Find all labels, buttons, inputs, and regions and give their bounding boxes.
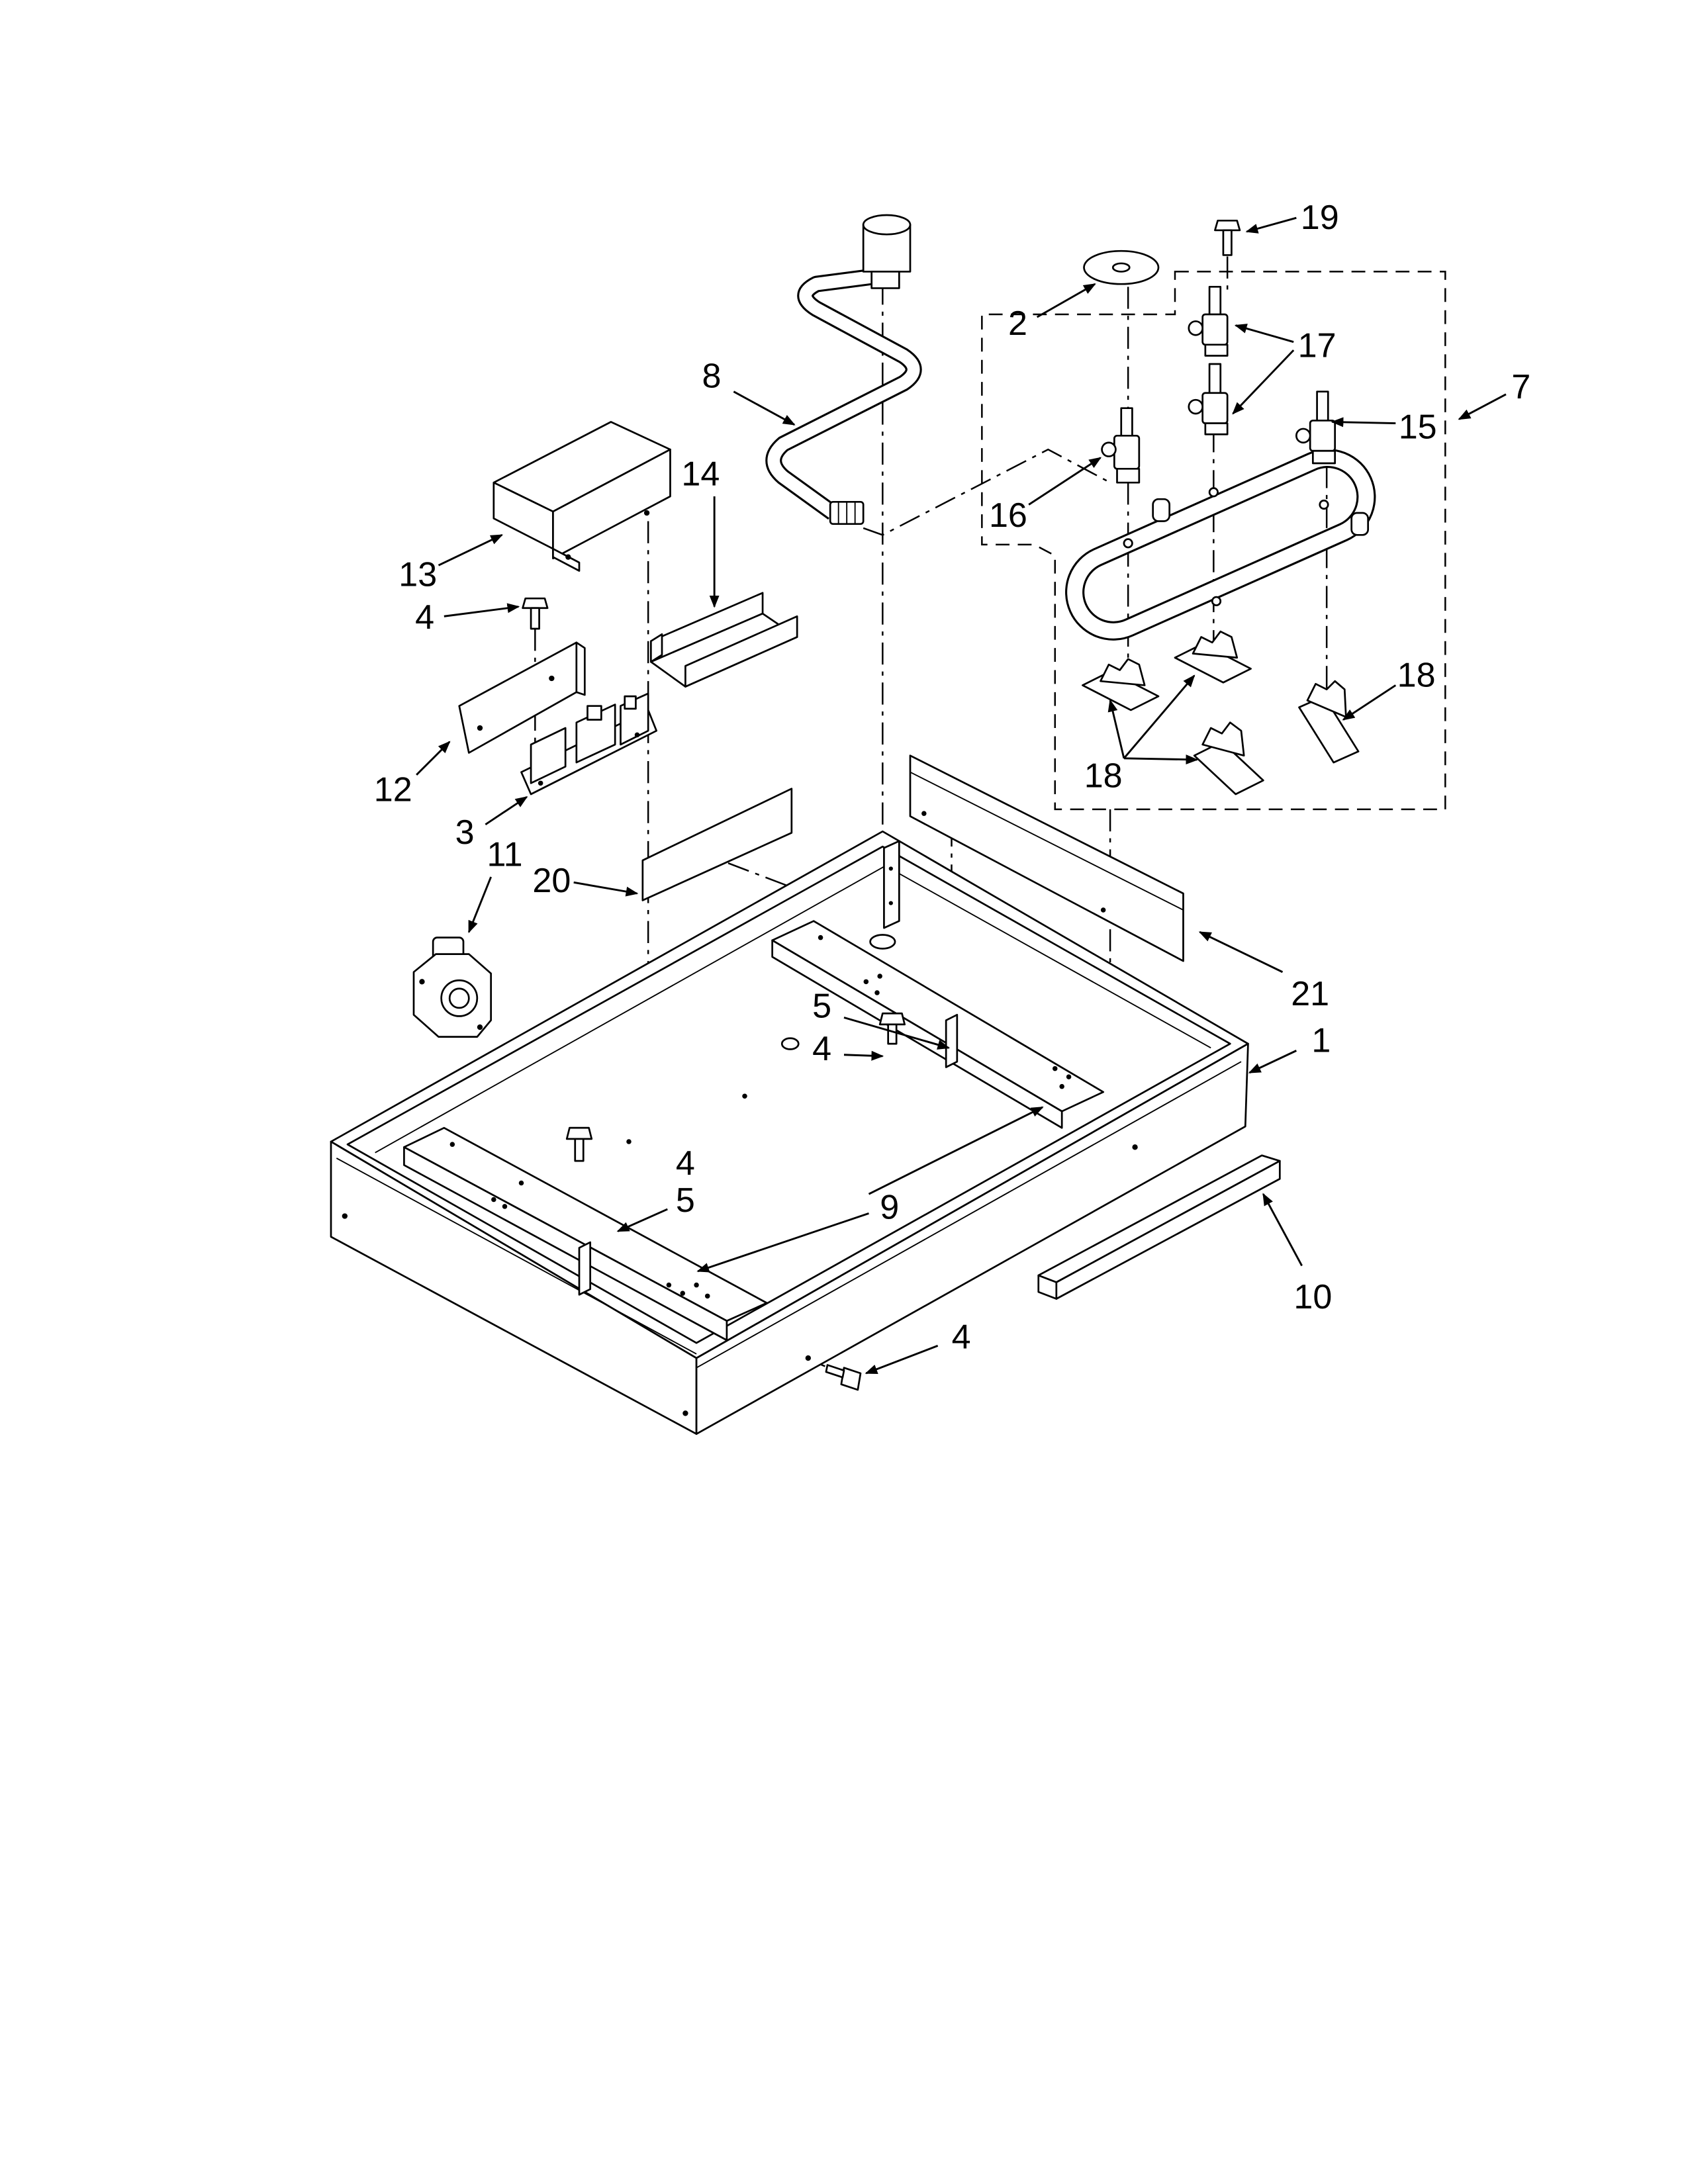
callout-17: 17 — [1298, 327, 1336, 365]
arrow-18-lower-b — [1123, 754, 1199, 765]
callout-18-lower: 18 — [1084, 757, 1123, 796]
arrow-9-front — [696, 1212, 869, 1273]
callout-10: 10 — [1293, 1278, 1332, 1316]
arrow-18-lower-c — [1123, 674, 1196, 759]
spark-module — [520, 692, 658, 796]
arrow-2 — [1036, 283, 1096, 318]
callout-5-rear: 5 — [812, 987, 831, 1026]
callout-3: 3 — [455, 813, 475, 852]
callout-21: 21 — [1291, 975, 1329, 1013]
arrow-9-rear — [868, 1106, 1044, 1195]
leader-panel20 — [727, 862, 786, 886]
arrow-19 — [1245, 216, 1297, 234]
rear-panel — [909, 754, 1184, 962]
callout-arrows — [416, 216, 1507, 1375]
mounting-bracket-front — [403, 1126, 768, 1342]
arrow-4-bracket — [444, 603, 520, 617]
arrow-7 — [1458, 393, 1507, 420]
burner-cap-disc — [1083, 250, 1160, 285]
arrow-15 — [1331, 417, 1396, 428]
arrow-11 — [467, 876, 492, 934]
callout-1: 1 — [1311, 1022, 1331, 1060]
screw-bracket-icon — [522, 597, 549, 630]
arrow-17-lower — [1232, 349, 1295, 415]
seal-strip — [1037, 1154, 1281, 1300]
insulation-strip — [641, 788, 793, 901]
burner-valve-15 — [1295, 390, 1336, 465]
callout-13: 13 — [399, 555, 437, 594]
burner-bracket-b — [1174, 630, 1252, 684]
callout-8: 8 — [702, 357, 722, 395]
module-bracket — [458, 641, 586, 754]
screw-bottom-icon — [825, 1364, 862, 1391]
burner-valve-16 — [1101, 407, 1141, 484]
burner-tube — [1065, 448, 1376, 641]
spacer-front — [578, 1241, 592, 1296]
callout-12: 12 — [374, 770, 412, 809]
callout-18-right: 18 — [1397, 657, 1436, 695]
callout-4-bottom: 4 — [952, 1318, 971, 1357]
tray-floor-hole — [869, 934, 896, 950]
callout-4-mid: 4 — [812, 1030, 831, 1068]
screw-front-icon — [565, 1126, 593, 1162]
arrow-18-right — [1342, 684, 1397, 721]
arrow-3 — [485, 796, 528, 826]
arrow-20 — [573, 881, 639, 897]
arrow-16 — [1028, 457, 1102, 506]
arrow-13 — [438, 534, 504, 567]
arrow-4-mid — [843, 1050, 884, 1061]
callout-2: 2 — [1008, 304, 1027, 343]
insulator-channel — [649, 592, 798, 688]
callout-labels: 19 2 17 7 8 15 16 14 13 4 12 3 11 20 18 … — [374, 199, 1531, 1357]
burner-bracket-a — [1082, 658, 1160, 711]
spacer-rear — [945, 1013, 959, 1068]
leader-tube-to-valve — [863, 448, 1111, 536]
arrow-8 — [733, 390, 796, 426]
spark-module-cover — [492, 421, 671, 572]
callout-5-front: 5 — [676, 1181, 695, 1220]
arrow-12 — [416, 741, 451, 776]
arrow-10 — [1262, 1193, 1303, 1267]
gas-supply-tube — [765, 214, 922, 525]
tray-floor-hole — [780, 1037, 800, 1050]
arrow-21 — [1198, 931, 1284, 974]
callout-14: 14 — [681, 455, 720, 493]
callout-4-bracket: 4 — [415, 598, 434, 637]
callout-19: 19 — [1301, 199, 1339, 237]
callout-20: 20 — [532, 862, 571, 900]
burner-bracket-d — [1298, 680, 1360, 764]
callout-11: 11 — [487, 835, 522, 874]
gas-regulator — [412, 936, 492, 1038]
rear-mount-tab — [883, 840, 900, 929]
burner-valve-17-lower — [1188, 363, 1229, 435]
callout-15: 15 — [1399, 408, 1437, 447]
arrow-18-lower-a — [1107, 699, 1125, 759]
mounting-bracket-rear — [771, 920, 1105, 1129]
arrow-1 — [1248, 1050, 1297, 1074]
arrow-17-upper — [1234, 324, 1294, 343]
screw-mid-icon — [878, 1012, 906, 1045]
arrow-5-front — [616, 1208, 668, 1232]
burner-bracket-c — [1193, 721, 1264, 796]
callout-16: 16 — [989, 496, 1027, 535]
arrow-4-bottom — [865, 1344, 939, 1375]
callout-7: 7 — [1511, 368, 1530, 406]
arrow-5-rear — [843, 1017, 951, 1050]
screw-19-icon — [1214, 219, 1241, 256]
burner-valve-17-upper — [1188, 285, 1229, 357]
callout-4-front: 4 — [676, 1144, 695, 1183]
burner-assembly-outline — [981, 271, 1446, 811]
callout-9: 9 — [880, 1189, 899, 1227]
